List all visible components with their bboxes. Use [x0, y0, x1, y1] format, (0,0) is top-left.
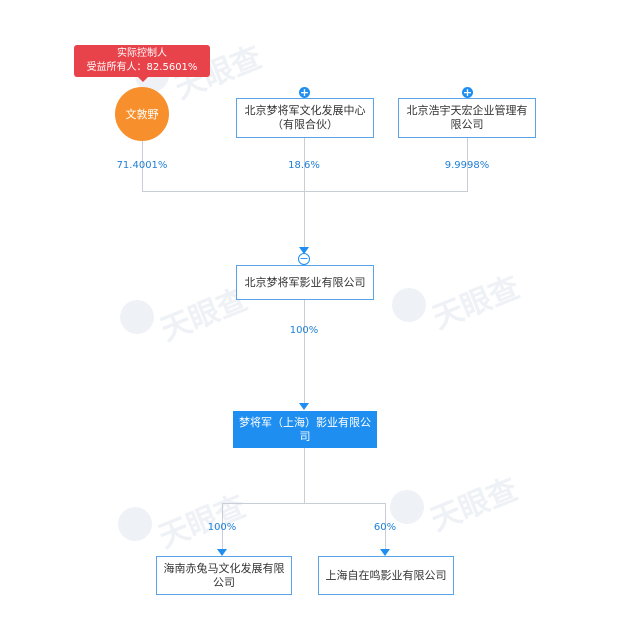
shareholder-name: 北京浩宇天宏企业管理有限公司	[406, 104, 528, 131]
watermark-logo	[118, 507, 152, 541]
shareholder-name: 北京梦将军文化发展中心（有限合伙）	[244, 104, 366, 131]
parent-company-name: 北京梦将军影业有限公司	[244, 275, 366, 289]
arrow-down-icon	[380, 549, 390, 556]
share-percentage: 71.4001%	[116, 160, 168, 171]
target-company-node[interactable]: 梦将军（上海）影业有限公司	[233, 411, 377, 448]
watermark-logo	[390, 490, 424, 524]
expand-plus-icon[interactable]: +	[299, 86, 310, 99]
connector-line	[222, 503, 223, 550]
shareholder-company-node[interactable]: 北京浩宇天宏企业管理有限公司	[398, 98, 536, 138]
collapse-minus-icon[interactable]: −	[298, 252, 310, 265]
connector-line	[304, 191, 305, 249]
connector-line	[304, 448, 305, 504]
share-percentage: 100%	[207, 522, 237, 533]
arrow-down-icon	[217, 549, 227, 556]
arrow-down-icon	[299, 403, 309, 410]
parent-company-node[interactable]: 北京梦将军影业有限公司	[236, 265, 374, 300]
connector-line	[467, 138, 468, 191]
subsidiary-company-node[interactable]: 上海自在鸣影业有限公司	[318, 556, 454, 595]
controller-tag-line1: 实际控制人	[117, 48, 167, 59]
share-percentage: 60%	[373, 522, 397, 533]
controller-tag-pointer	[138, 77, 148, 82]
connector-line	[222, 503, 386, 504]
share-percentage: 9.9998%	[444, 160, 490, 171]
connector-line	[304, 138, 305, 191]
shareholder-person-node[interactable]: 文敦野	[115, 87, 169, 141]
arrow-down-icon	[299, 247, 309, 254]
subsidiary-company-node[interactable]: 海南赤兔马文化发展有限公司	[156, 556, 292, 595]
shareholder-company-node[interactable]: 北京梦将军文化发展中心（有限合伙）	[236, 98, 374, 138]
watermark: 天眼查	[154, 489, 251, 556]
watermark-logo	[392, 288, 426, 322]
subsidiary-name: 海南赤兔马文化发展有限公司	[163, 561, 285, 589]
expand-plus-icon[interactable]: +	[462, 86, 473, 99]
shareholder-name: 文敦野	[125, 108, 159, 121]
watermark: 天眼查	[428, 270, 525, 337]
connector-line	[385, 503, 386, 550]
target-company-name: 梦将军（上海）影业有限公司	[239, 415, 371, 443]
controller-tag-line2: 受益所有人：82.5601%	[86, 62, 198, 73]
controller-tag: 实际控制人 受益所有人：82.5601%	[74, 45, 210, 77]
connector-line	[142, 191, 468, 192]
subsidiary-name: 上海自在鸣影业有限公司	[325, 568, 447, 582]
watermark-logo	[120, 300, 154, 334]
connector-line	[142, 141, 143, 191]
connector-line	[304, 300, 305, 404]
watermark: 天眼查	[426, 472, 523, 539]
share-percentage: 18.6%	[288, 160, 320, 171]
share-percentage: 100%	[289, 325, 319, 336]
